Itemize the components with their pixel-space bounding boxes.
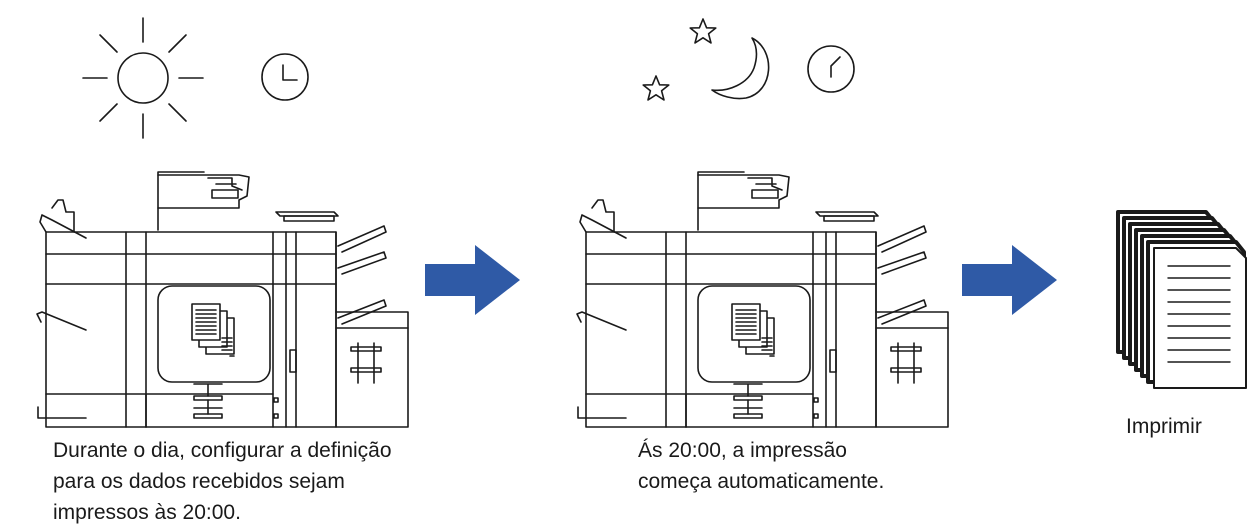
caption-day-line: impressos às 20:00. <box>53 501 241 524</box>
caption-day: Durante o dia, configurar a definição pa… <box>53 435 392 528</box>
document-stack-icon <box>731 303 775 357</box>
printer-icon <box>576 171 949 428</box>
caption-night-line: começa automaticamente. <box>638 470 885 493</box>
star-icon <box>642 75 670 101</box>
document-stack-icon <box>1116 210 1247 389</box>
document-stack-icon <box>191 303 235 357</box>
arrow-right-icon <box>961 244 1058 316</box>
caption-day-line: para os dados recebidos sejam <box>53 470 345 493</box>
printer-icon <box>36 171 409 428</box>
star-icon <box>689 18 717 44</box>
sun-icon <box>82 17 204 139</box>
caption-print-label: Imprimir <box>1126 415 1202 438</box>
caption-print: Imprimir <box>1126 411 1202 442</box>
caption-night-line: Ás 20:00, a impressão <box>638 439 847 462</box>
clock-icon <box>261 53 309 101</box>
caption-night: Ás 20:00, a impressão começa automaticam… <box>638 435 884 497</box>
caption-day-line: Durante o dia, configurar a definição <box>53 439 392 462</box>
arrow-right-icon <box>424 244 521 316</box>
clock-icon <box>807 45 855 93</box>
moon-icon <box>711 37 770 100</box>
